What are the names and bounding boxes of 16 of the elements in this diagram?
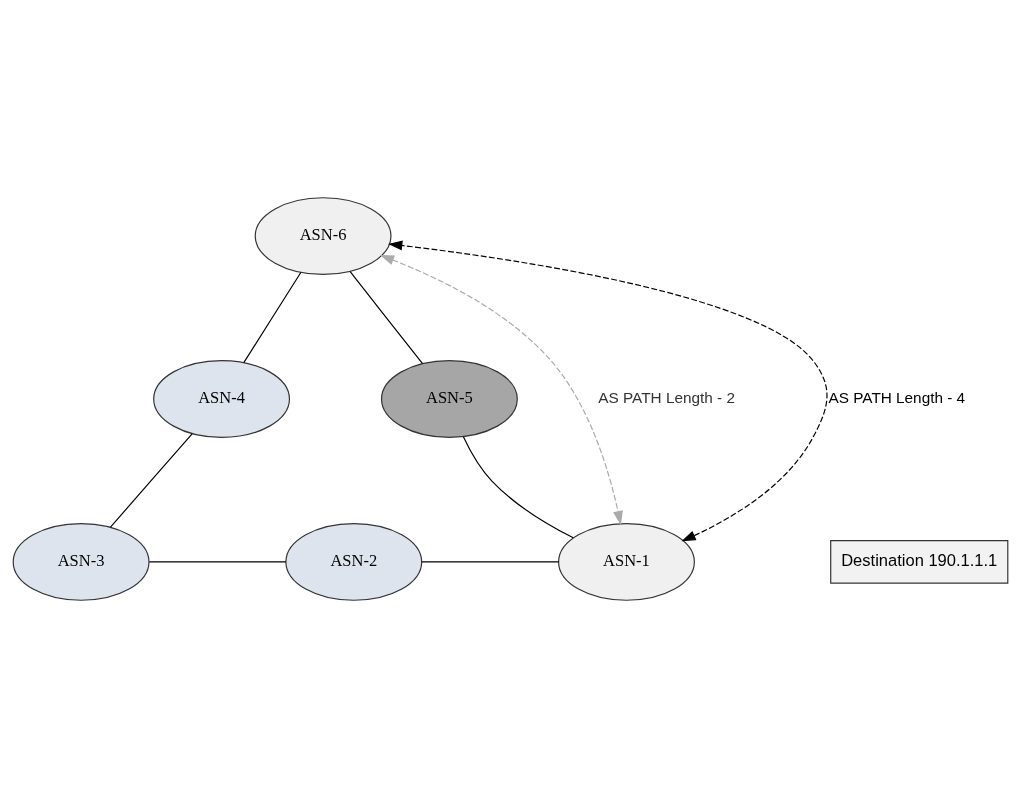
edge-label: AS PATH Length - 2 — [598, 389, 735, 407]
node-ellipse: ASN-4 — [153, 360, 291, 438]
connector — [148, 561, 287, 563]
arrow — [388, 240, 828, 542]
arrow — [379, 255, 623, 526]
node-ellipse: ASN-5 — [380, 360, 518, 438]
connector — [243, 271, 302, 364]
node-box: Destination 190.1.1.1 — [830, 540, 1009, 584]
connector — [462, 436, 574, 539]
node-ellipse: ASN-3 — [12, 522, 150, 601]
node-ellipse: ASN-6 — [254, 197, 392, 276]
connector — [109, 433, 193, 528]
node-ellipse: ASN-2 — [285, 522, 423, 601]
connector — [349, 271, 423, 364]
edge-label: AS PATH Length - 4 — [828, 389, 966, 407]
connector — [421, 561, 560, 563]
